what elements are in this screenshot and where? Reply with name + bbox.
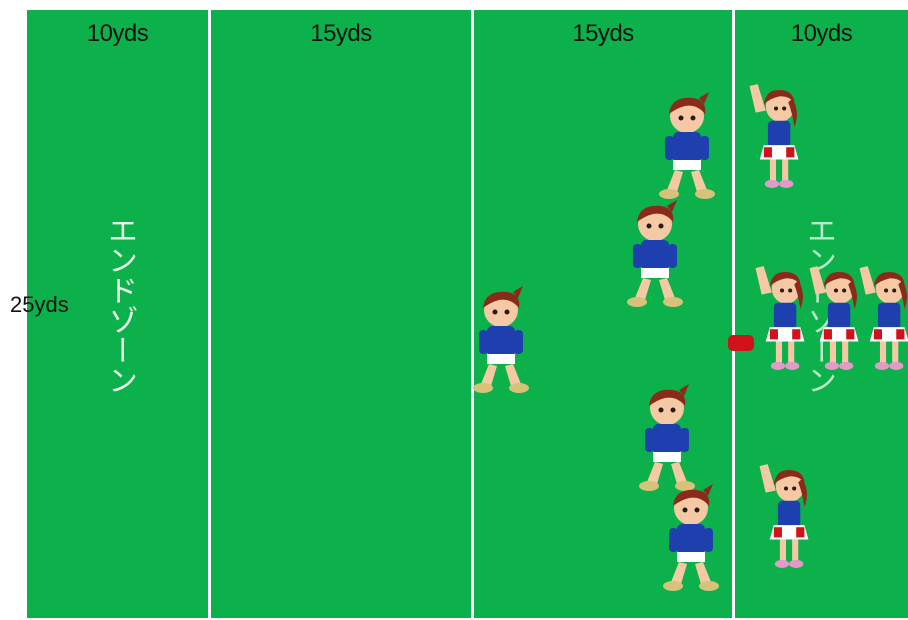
zone-label: 15yds	[211, 20, 471, 48]
offense-player-icon	[466, 284, 532, 394]
offense-player-icon	[620, 198, 686, 308]
zone-label: 10yds	[735, 20, 908, 48]
zone-label: 10yds	[27, 20, 208, 48]
offense-player-icon	[656, 482, 722, 592]
offense-player-icon	[652, 90, 718, 200]
ball-icon	[728, 335, 754, 351]
endzone-text-left: エンドゾーン	[99, 215, 139, 395]
field-width-label: 25yds	[10, 292, 69, 318]
offense-player-icon	[632, 382, 698, 492]
defense-player-icon	[856, 262, 908, 372]
defense-player-icon	[756, 460, 814, 570]
defense-player-icon	[752, 262, 810, 372]
zone-label: 15yds	[474, 20, 732, 48]
defense-player-icon	[746, 80, 804, 190]
zone-mid-left: 15yds	[211, 10, 471, 618]
